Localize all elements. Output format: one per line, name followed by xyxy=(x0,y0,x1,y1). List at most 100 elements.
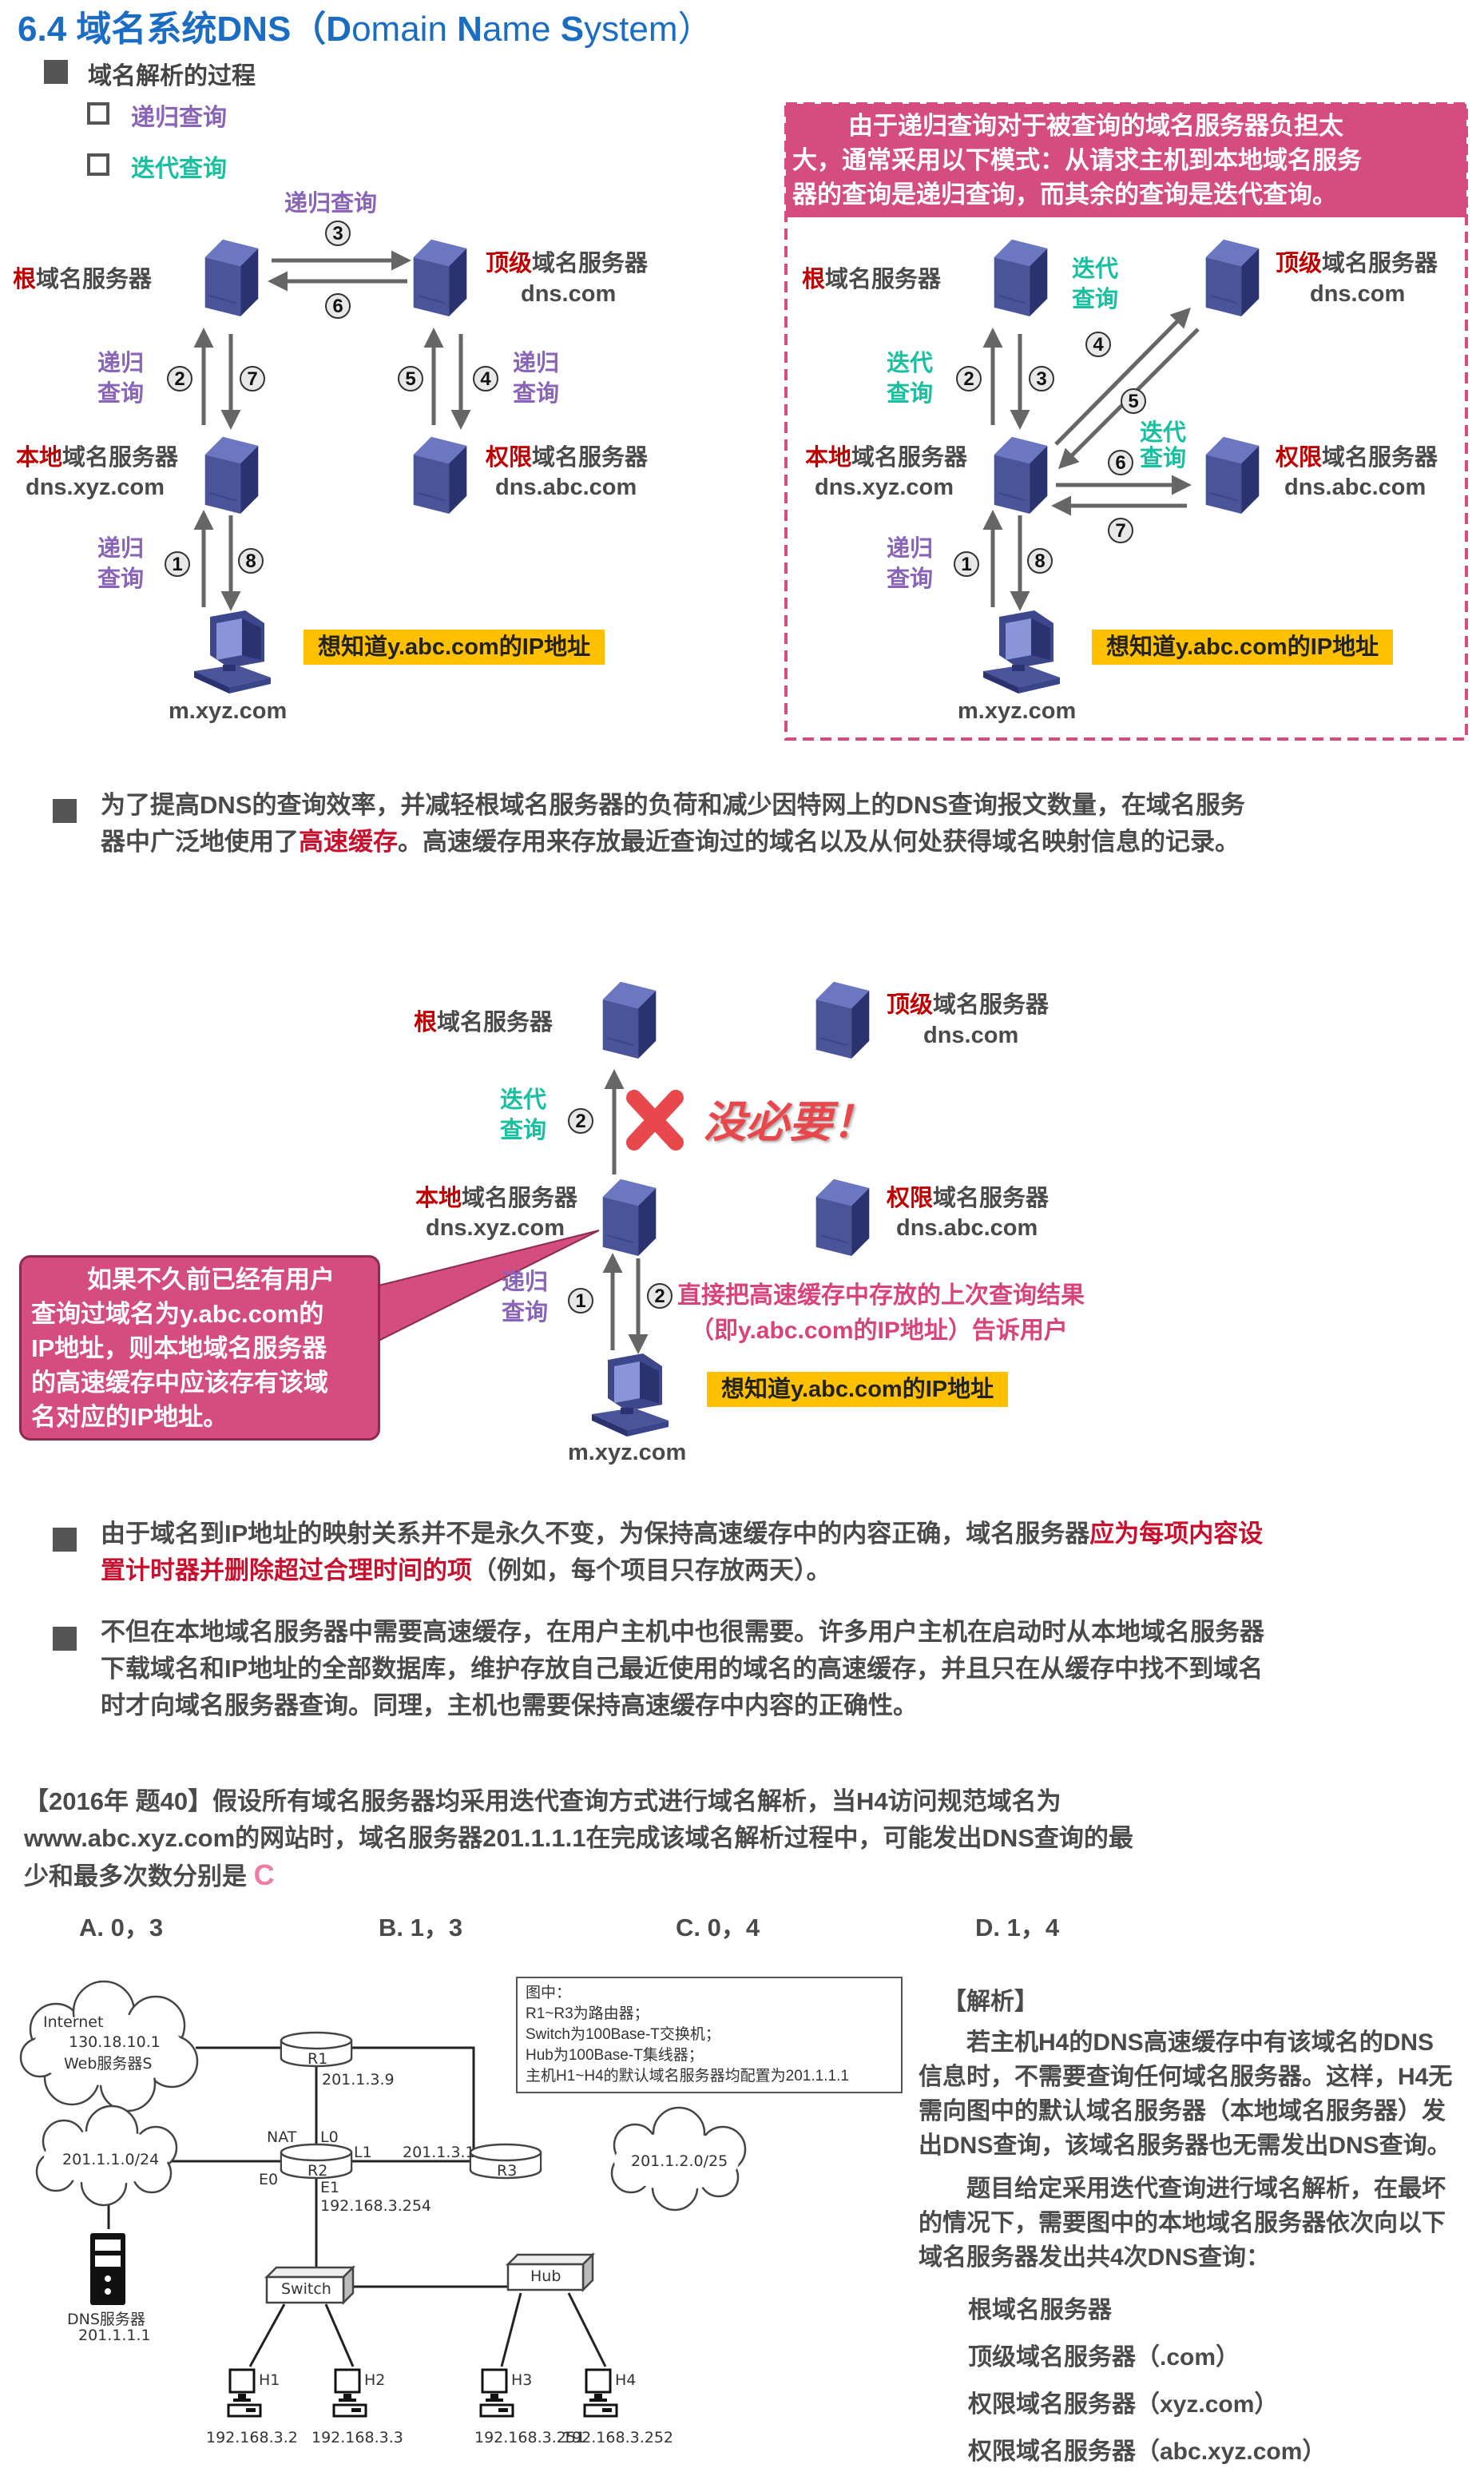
local-server-label: 本地域名服务器 xyxy=(415,1184,577,1213)
auth-server-domain: dns.abc.com xyxy=(1284,475,1426,500)
auth-server-label: 权限域名服务器 xyxy=(1276,443,1438,472)
option-a: A. 0，3 xyxy=(79,1914,164,1942)
net1-label: 201.1.1.0/24 xyxy=(62,2151,160,2168)
line: 图中： xyxy=(526,1985,572,2001)
line: 域名服务器发出共4次DNS查询： xyxy=(919,2244,1271,2271)
line: www.abc.xyz.com的网站时，域名服务器201.1.1.1在完成该域名… xyxy=(24,1824,1133,1852)
section-heading: 域名解析的过程 xyxy=(88,63,256,89)
suffix: 域名服务器 xyxy=(1322,445,1438,471)
e1-ip: 192.168.3.254 xyxy=(320,2197,432,2215)
cache-reply-text: 直接把高速缓存中存放的上次查询结果 （即y.abc.com的IP地址）告诉用户 xyxy=(677,1278,1085,1349)
step-6: 6 xyxy=(1108,450,1133,475)
l2: 查询 xyxy=(887,566,934,592)
analysis-heading: 【解析】 xyxy=(942,1989,1038,2015)
step-7: 7 xyxy=(240,366,265,391)
step-1: 1 xyxy=(954,551,979,577)
label-iterative-right: 迭代查询 xyxy=(1140,420,1186,471)
host-h3: H3 xyxy=(479,2368,532,2423)
nat-label: NAT xyxy=(267,2128,297,2146)
auth-server-icon xyxy=(411,434,470,514)
step-1: 1 xyxy=(165,551,190,577)
root-server-icon xyxy=(600,979,659,1059)
link-hub-h4 xyxy=(567,2292,607,2367)
prefix: 根 xyxy=(13,267,37,292)
link-hub-h3 xyxy=(500,2292,522,2367)
line: Switch为100Base-T交换机； xyxy=(526,2026,720,2043)
l1: 递归 xyxy=(887,536,934,562)
analysis-paragraph-2: 题目给定采用迭代查询进行域名解析，在最坏 的情况下，需要图中的本地域名服务器依次… xyxy=(919,2172,1446,2275)
router-r3-label: R3 xyxy=(497,2162,518,2180)
top-server-domain: dns.com xyxy=(1310,281,1406,307)
local-server-icon xyxy=(991,434,1050,514)
line: IP地址，则本地域名服务器 xyxy=(31,1334,327,1362)
checkbox-recursive[interactable] xyxy=(87,102,109,125)
option-d: D. 1，4 xyxy=(975,1914,1060,1942)
prefix: 根 xyxy=(802,267,826,292)
query-goal-box: 想知道y.abc.com的IP地址 xyxy=(304,630,605,665)
l2: 查询 xyxy=(1140,446,1187,471)
host-computer-icon xyxy=(583,2368,618,2418)
host-cache-paragraph: 不但在本地域名服务器中需要高速缓存，在用户主机中也很需要。许多用户主机在启动时从… xyxy=(101,1614,1264,1724)
prefix: 本地 xyxy=(16,445,63,471)
step-3: 3 xyxy=(325,221,351,246)
hub-device xyxy=(505,2252,596,2293)
iterative-explanation-box: 由于递归查询对于被查询的域名服务器负担太 大，通常采用以下模式：从请求主机到本地… xyxy=(786,104,1466,217)
local-server-label: 本地域名服务器 xyxy=(16,443,178,472)
line: 的情况下，需要图中的本地域名服务器依次向以下 xyxy=(919,2210,1446,2236)
step-6: 6 xyxy=(325,293,351,319)
analysis-paragraph-1: 若主机H4的DNS高速缓存中有该域名的DNS 信息时，不需要查询任何域名服务器。… xyxy=(919,2025,1452,2163)
query-goal-box: 想知道y.abc.com的IP地址 xyxy=(707,1372,1009,1407)
router-r2 xyxy=(280,2143,353,2180)
step-2: 2 xyxy=(956,366,982,391)
title-text: 6.4 域名系统DNS（ xyxy=(18,10,327,49)
switch-label: Switch xyxy=(281,2280,331,2298)
step-4: 4 xyxy=(473,366,498,391)
link-r1-r3 xyxy=(351,2046,475,2149)
host-name: H2 xyxy=(364,2371,386,2389)
callout-pointer xyxy=(375,1230,600,1344)
web-server-label: Web服务器S xyxy=(64,2055,153,2073)
line: 的高速缓存中应该存有该域 xyxy=(31,1369,328,1397)
cache-paragraph: 为了提高DNS的查询效率，并减轻根域名服务器的负荷和减少因特网上的DNS查询报文… xyxy=(101,787,1245,860)
suffix: 域名服务器 xyxy=(532,251,649,276)
top-server-icon xyxy=(1203,236,1262,316)
local-server-icon xyxy=(202,434,261,514)
l2: 查询 xyxy=(502,1300,549,1325)
auth-server-icon xyxy=(813,1176,872,1256)
line: 题目给定采用迭代查询进行域名解析，在最坏 xyxy=(966,2176,1446,2202)
local-server-domain: dns.xyz.com xyxy=(815,475,954,500)
line: R1~R3为路由器； xyxy=(526,2005,649,2022)
line: 直接把高速缓存中存放的上次查询结果 xyxy=(677,1282,1085,1309)
cross-icon xyxy=(626,1090,684,1151)
prefix: 顶级 xyxy=(887,992,934,1018)
host-h3-ip: 192.168.3.251 xyxy=(474,2429,586,2446)
switch-device xyxy=(264,2264,356,2306)
auth-server-icon xyxy=(1203,434,1262,514)
l1: 迭代 xyxy=(500,1087,547,1113)
net2-cloud xyxy=(610,2106,747,2212)
l2: 查询 xyxy=(887,381,934,407)
line: 由于递归查询对于被查询的域名服务器负担太 xyxy=(848,112,1343,140)
prefix: 本地 xyxy=(415,1186,462,1211)
step-2-reply: 2 xyxy=(647,1283,673,1309)
step-2: 2 xyxy=(167,366,192,391)
line: 信息时，不需要查询任何域名服务器。这样，H4无 xyxy=(919,2064,1453,2090)
e1-label: E1 xyxy=(320,2179,340,2196)
step-5: 5 xyxy=(398,366,423,391)
answer-mark: C xyxy=(253,1858,275,1891)
title-omain: omain xyxy=(351,10,458,49)
text: 器中广泛地使用了 xyxy=(101,828,299,856)
suffix: 域名服务器 xyxy=(36,267,153,292)
step-1: 1 xyxy=(568,1288,593,1314)
label-iterative-left: 迭代查询 xyxy=(887,348,933,409)
title-ystem: ystem） xyxy=(584,10,713,49)
l0-label: L0 xyxy=(320,2128,339,2146)
host-computer-icon xyxy=(977,607,1066,695)
l1: 迭代 xyxy=(1140,420,1187,446)
host-name: H3 xyxy=(511,2371,533,2389)
l2: 查询 xyxy=(97,381,145,407)
root-server-label: 根域名服务器 xyxy=(13,265,152,294)
checkbox-iterative[interactable] xyxy=(87,153,109,176)
net1-cloud xyxy=(35,2104,178,2207)
